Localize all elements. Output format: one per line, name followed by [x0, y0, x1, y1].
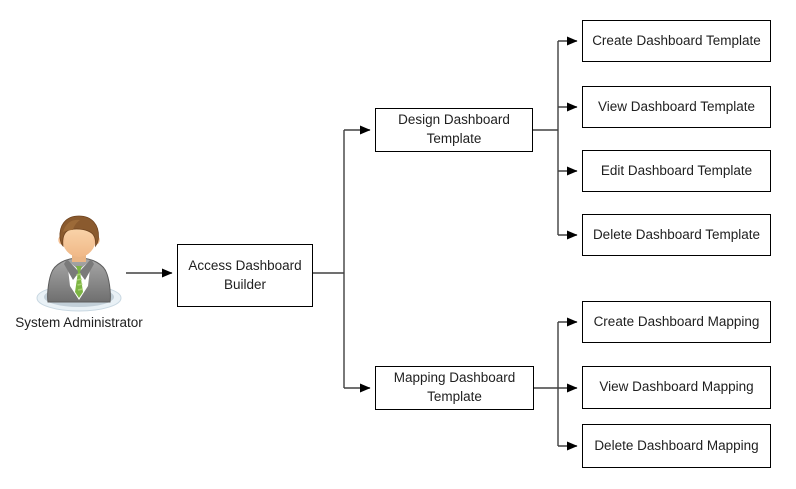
node-access-dashboard-builder: Access Dashboard Builder: [177, 244, 313, 307]
node-label: Delete Dashboard Template: [592, 226, 761, 242]
node-label: View Dashboard Template: [597, 98, 756, 114]
node-delete-dashboard-template: Delete Dashboard Template: [582, 214, 771, 256]
node-design-dashboard-template: Design Dashboard Template: [375, 108, 533, 152]
node-create-dashboard-mapping: Create Dashboard Mapping: [582, 301, 771, 343]
node-mapping-dashboard-template: Mapping Dashboard Template: [375, 366, 534, 410]
node-label: Create Dashboard Template: [592, 32, 761, 48]
node-delete-dashboard-mapping: Delete Dashboard Mapping: [582, 424, 771, 468]
node-label: View Dashboard Mapping: [599, 379, 754, 395]
node-edit-dashboard-template: Edit Dashboard Template: [582, 150, 771, 192]
actor-system-administrator: System Administrator: [0, 208, 158, 330]
node-view-dashboard-template: View Dashboard Template: [582, 86, 771, 128]
node-label: Mapping Dashboard Template: [393, 370, 516, 404]
node-label: Design Dashboard Template: [398, 112, 510, 146]
actor-label: System Administrator: [15, 315, 143, 330]
node-label: Create Dashboard Mapping: [593, 313, 760, 329]
node-create-dashboard-template: Create Dashboard Template: [582, 20, 771, 62]
node-view-dashboard-mapping: View Dashboard Mapping: [582, 366, 771, 409]
system-administrator-icon: [36, 215, 122, 312]
node-label: Delete Dashboard Mapping: [594, 437, 759, 453]
node-label: Access Dashboard Builder: [188, 257, 302, 292]
node-label: Edit Dashboard Template: [600, 162, 753, 178]
